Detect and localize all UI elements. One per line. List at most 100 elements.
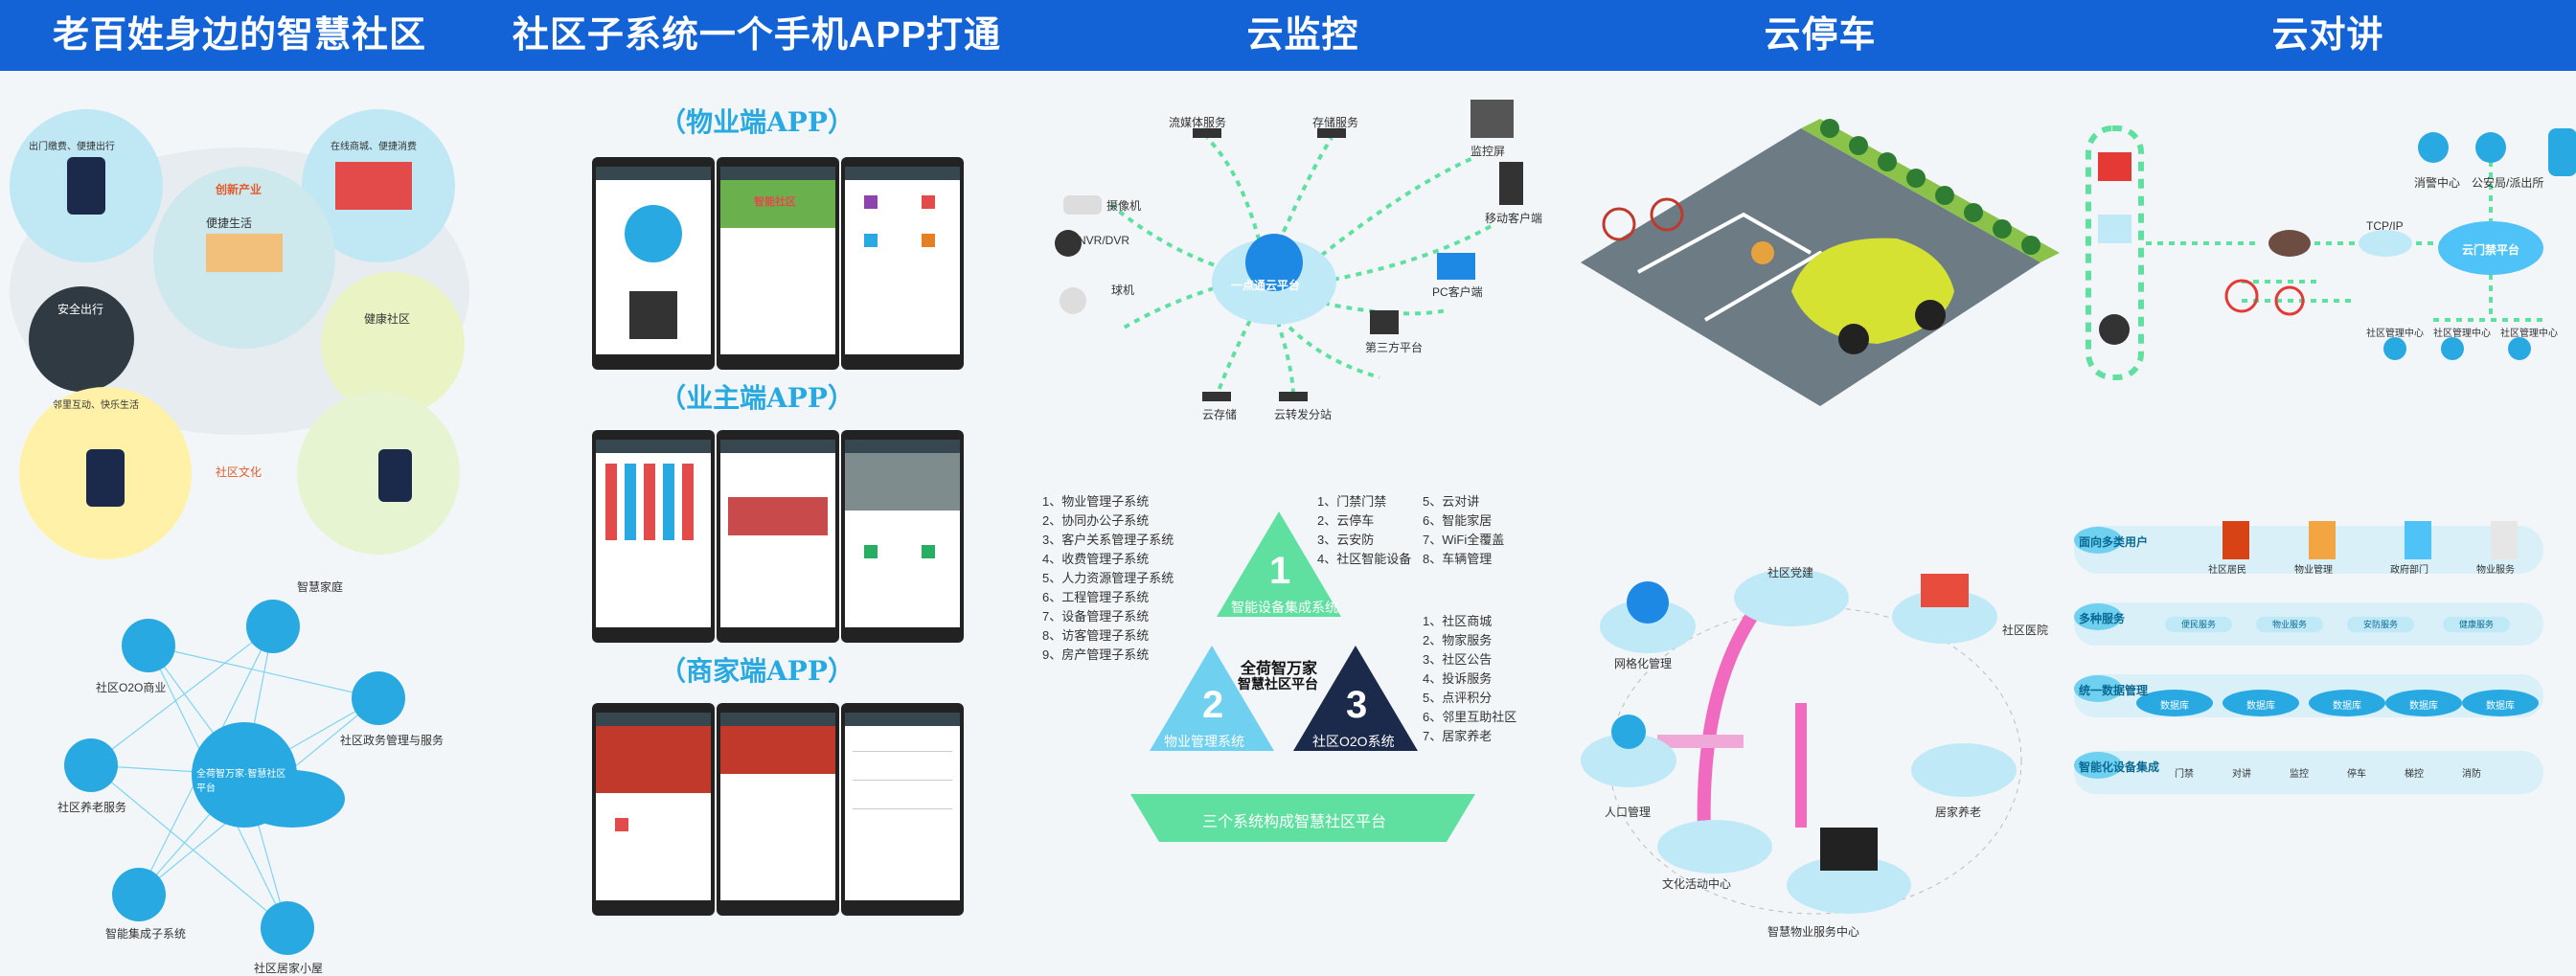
network-center-label: 全荷智万家·智慧社区平台 (196, 769, 286, 794)
list-item: 9、房产管理子系统 (1042, 647, 1150, 662)
list-item: 1、物业管理子系统 (1042, 494, 1150, 509)
phone-screen[interactable]: 智能社区 (717, 157, 839, 370)
service-grid: 网格化管理 (1614, 657, 1673, 670)
service-party: 社区党建 (1767, 566, 1814, 579)
layer-item: 物业服务 (2256, 617, 2323, 632)
list-item: 4、投诉服务 (1423, 671, 1493, 686)
intercom-diagram (2074, 125, 2576, 794)
monitor-network (1055, 100, 1523, 842)
triangle-label-1: 智能设备集成系统 (1231, 600, 1338, 615)
layer-item: 数据库 (2333, 701, 2361, 712)
node-label-o2o: 社区O2O商业 (96, 681, 167, 694)
device-nvr: NVR/DVR (1078, 234, 1130, 247)
bubble-label-life: 便捷生活 (206, 216, 253, 230)
triangle-number-1: 1 (1269, 550, 1291, 592)
node-fire-center: 消警中心 (2414, 176, 2461, 190)
phone-screen[interactable] (592, 703, 715, 916)
section-title-merchant: （商家端APP） (659, 655, 855, 687)
node-mgmt-3: 社区管理中心 (2500, 329, 2558, 339)
layer-item: 数据库 (2160, 701, 2189, 712)
list-item: 6、邻里互助社区 (1423, 710, 1517, 724)
layer-item: 数据库 (2409, 701, 2438, 712)
node-mgmt-2: 社区管理中心 (2433, 329, 2491, 339)
layer-item: 便民服务 (2165, 617, 2232, 632)
bubble-text-neighbors: 邻里互动、快乐生活 (53, 400, 139, 411)
panel-intercom: 消警中心 公安局/派出所 云门禁平台 TCP/IP 社区管理中心 社区管理中心 … (2069, 71, 2576, 956)
phone-screen[interactable] (717, 703, 839, 916)
header-cloud-parking: 云停车 (1764, 15, 1877, 56)
layer-item: 监控 (2290, 769, 2309, 780)
list-item: 5、云对讲 (1423, 494, 1480, 509)
phone-screen[interactable] (841, 430, 964, 643)
bubble-label-innovation: 创新产业 (216, 183, 262, 196)
panel-monitor: 流媒体服务 存储服务 监控屏 移动客户端 PC客户端 第三方平台 云存储 云转发… (1025, 71, 1562, 956)
triangle-number-2: 2 (1202, 684, 1224, 726)
layer-item: 健康服务 (2443, 617, 2510, 632)
node-label-gov: 社区政务管理与服务 (340, 734, 445, 747)
panel-apps: （物业端APP） （业主端APP） （商家端APP） 智能社区 (489, 71, 1025, 956)
bubble-label-culture: 社区文化 (216, 465, 262, 479)
layer-item: 物业管理 (2294, 565, 2333, 576)
device-forward: 云转发分站 (1274, 408, 1333, 421)
phone-screen[interactable] (592, 430, 715, 643)
list-item: 7、设备管理子系统 (1042, 609, 1150, 624)
header-community: 老百姓身边的智慧社区 (52, 15, 426, 56)
list-item: 1、门禁门禁 (1317, 494, 1387, 509)
service-culture: 文化活动中心 (1662, 877, 1732, 891)
phone-screen[interactable] (592, 157, 715, 370)
community-illustration (10, 109, 469, 955)
header-cloud-intercom: 云对讲 (2271, 15, 2384, 56)
layer-label-devices: 智能化设备集成 (2079, 760, 2160, 774)
panel-community: 便捷生活 出门缴费、便捷出行 在线商城、便捷消费 健康社区 安全出行 创新产业 … (0, 71, 479, 975)
center-title: 全荷智万家 (1241, 661, 1318, 677)
list-item: 8、访客管理子系统 (1042, 628, 1150, 643)
node-police: 公安局/派出所 (2472, 176, 2544, 190)
phone-screen[interactable] (841, 703, 964, 916)
service-population: 人口管理 (1605, 806, 1652, 819)
device-camera: 摄像机 (1106, 199, 1142, 213)
bubble-text-shop: 在线商城、便捷消费 (331, 142, 417, 152)
section-title-owner: （业主端APP） (659, 382, 855, 414)
triangle-label-2: 物业管理系统 (1164, 734, 1244, 749)
node-cloud-door: 云门禁平台 (2462, 243, 2520, 257)
list-item: 4、社区智能设备 (1317, 552, 1412, 566)
cloud-platform-label: 一点通云平台 (1231, 279, 1301, 292)
list-item: 2、协同办公子系统 (1042, 513, 1150, 528)
header-app: 社区子系统一个手机APP打通 (512, 15, 1002, 56)
section-title-property: （物业端APP） (659, 106, 855, 138)
bubble-text-convenience: 出门缴费、便捷出行 (29, 142, 115, 152)
layer-item: 停车 (2347, 769, 2366, 780)
phone-screen[interactable] (841, 157, 964, 370)
base-label: 三个系统构成智慧社区平台 (1202, 814, 1387, 830)
layer-item: 对讲 (2232, 769, 2251, 780)
device-third-party: 第三方平台 (1365, 341, 1424, 354)
node-label-cabin: 社区居家小屋 (254, 962, 324, 975)
layer-item: 社区居民 (2208, 565, 2246, 576)
layer-item: 安防服务 (2347, 617, 2414, 632)
device-pc: PC客户端 (1432, 285, 1483, 299)
bubble-label-health: 健康社区 (364, 312, 411, 326)
device-mobile: 移动客户端 (1485, 212, 1543, 225)
device-dome: 球机 (1111, 284, 1135, 297)
layer-item: 数据库 (2486, 701, 2515, 712)
list-item: 2、物家服务 (1423, 633, 1493, 647)
layer-item: 消防 (2462, 769, 2481, 780)
node-tcpip: TCP/IP (2366, 219, 2404, 233)
layer-item: 数据库 (2246, 701, 2275, 712)
device-screen: 监控屏 (1470, 145, 1506, 158)
app-banner-text: 智能社区 (754, 196, 796, 208)
service-property-center: 智慧物业服务中心 (1767, 925, 1860, 939)
list-item: 4、收费管理子系统 (1042, 552, 1150, 566)
phone-screen[interactable] (717, 430, 839, 643)
node-label-elderly: 社区养老服务 (57, 801, 127, 814)
list-item: 5、人力资源管理子系统 (1042, 571, 1174, 585)
node-label-smart-home: 智慧家庭 (297, 580, 344, 594)
device-stream: 流媒体服务 (1169, 116, 1227, 129)
list-item: 1、社区商城 (1423, 614, 1493, 628)
triangle-label-3: 社区O2O系统 (1312, 734, 1395, 749)
layer-item: 门禁 (2175, 769, 2194, 780)
device-storage: 存储服务 (1312, 116, 1359, 129)
layer-item: 梯控 (2405, 769, 2424, 780)
device-cloud-storage: 云存储 (1202, 408, 1238, 421)
